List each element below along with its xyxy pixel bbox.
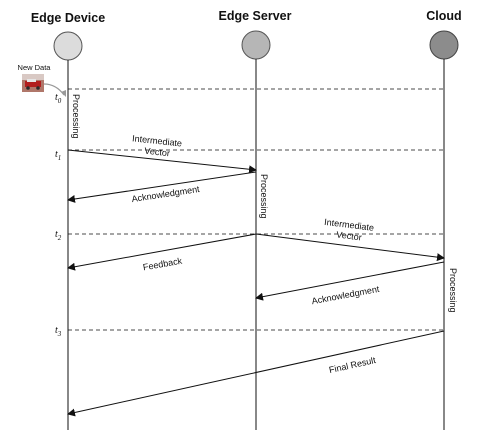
message-arrow-feedback <box>67 233 257 271</box>
processing-label-edge-device: Processing <box>71 94 81 139</box>
new-data-image <box>22 74 44 92</box>
time-label-t0: t0 <box>55 92 62 105</box>
message-label-final-result: Final Result <box>328 355 377 375</box>
message-arrow-acknowledgment-1 <box>67 171 257 203</box>
time-label-t1: t1 <box>55 149 61 162</box>
participant-label-edge-device: Edge Device <box>31 11 105 25</box>
edge-device-node <box>53 31 83 61</box>
message-label-feedback: Feedback <box>142 256 183 273</box>
processing-label-cloud: Processing <box>448 268 458 313</box>
message-arrow-acknowledgment-2 <box>255 261 445 301</box>
message-arrow-final-result <box>67 330 445 417</box>
participant-label-cloud: Cloud <box>426 9 461 23</box>
cloud-node <box>429 30 459 60</box>
participant-label-edge-server: Edge Server <box>219 9 292 23</box>
time-label-t3: t3 <box>55 325 62 338</box>
message-label-acknowledgment-2: Acknowledgment <box>311 284 381 306</box>
new-data-label: New Data <box>18 63 52 72</box>
message-label-intermediate-vector-2: Intermediate Vector <box>322 217 377 244</box>
message-arrow-intermediate-vector-1 <box>67 149 257 174</box>
new-data-arrow <box>43 83 65 96</box>
message-arrow-intermediate-vector-2 <box>255 233 445 262</box>
time-label-t2: t2 <box>55 229 62 242</box>
message-label-intermediate-vector-1: Intermediate Vector <box>131 133 185 159</box>
message-label-acknowledgment-1: Acknowledgment <box>131 184 201 204</box>
processing-label-edge-server: Processing <box>259 174 269 219</box>
edge-server-node <box>241 30 271 60</box>
